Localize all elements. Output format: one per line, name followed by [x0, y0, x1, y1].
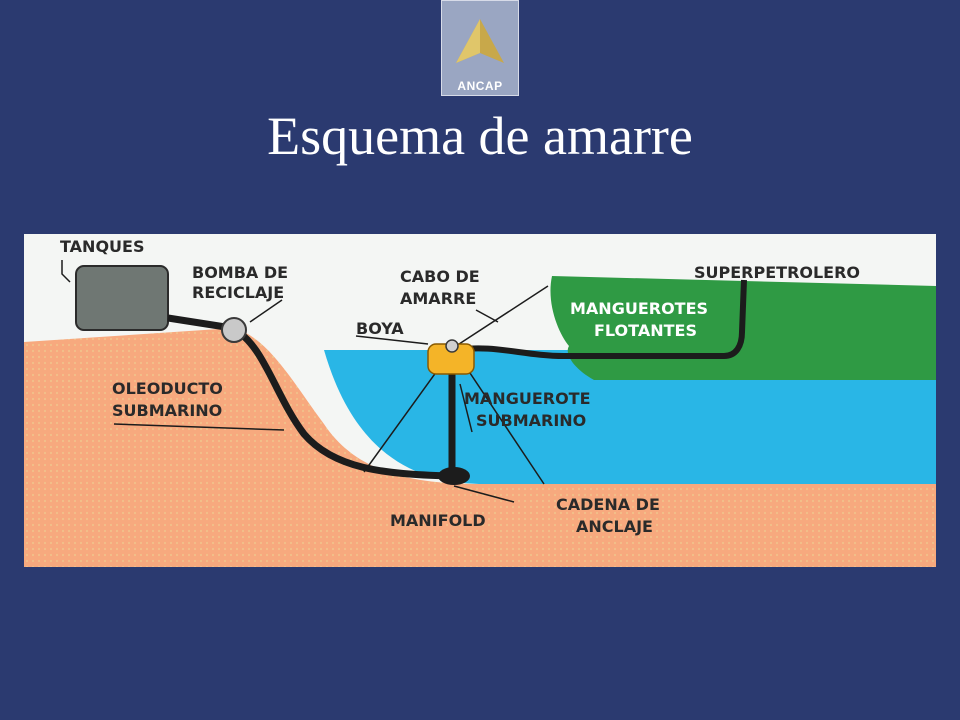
leader-bomba [249, 299, 283, 323]
label-mangueras-flotantes-line1: MANGUEROTES [570, 299, 708, 318]
label-manifold: MANIFOLD [390, 511, 486, 530]
ancap-logo: ANCAP [441, 0, 519, 96]
label-boya: BOYA [356, 319, 404, 338]
logo-text: ANCAP [457, 79, 503, 93]
label-tanques: TANQUES [60, 237, 145, 256]
leader-manifold [453, 485, 515, 503]
leader-manguerote-sub [459, 383, 473, 433]
ancap-triangle-icon [456, 19, 504, 63]
cabo-de-amarre-line [455, 285, 549, 347]
leader-superpetrolero [741, 285, 747, 293]
label-cadena-line2: ANCLAJE [576, 517, 653, 536]
label-manguerote-sub-line2: SUBMARINO [476, 411, 586, 430]
leader-boya [355, 335, 429, 345]
label-cabo-line1: CABO DE [400, 267, 480, 286]
label-superpetrolero: SUPERPETROLERO [694, 263, 860, 282]
label-cabo-line2: AMARRE [400, 289, 476, 308]
mangueras-flotantes-pipe [455, 279, 747, 359]
boya-connector [445, 339, 459, 353]
mooring-diagram: TANQUES BOMBA DE RECICLAJE CABO DE AMARR… [24, 234, 936, 567]
label-mangueras-flotantes-line2: FLOTANTES [594, 321, 697, 340]
label-oleoducto-line2: SUBMARINO [112, 401, 222, 420]
label-cadena-line1: CADENA DE [556, 495, 660, 514]
bomba-reciclaje-pump [221, 317, 247, 343]
page-title: Esquema de amarre [267, 106, 693, 166]
label-bomba-line2: RECICLAJE [192, 283, 284, 302]
label-manguerote-sub-line1: MANGUEROTE [464, 389, 591, 408]
seabed-area [24, 328, 936, 567]
cadena-chain-left [363, 363, 443, 473]
leader-oleoducto [113, 423, 285, 431]
oleoducto-pipe [167, 314, 450, 480]
tank-shape [75, 265, 169, 331]
leader-tanques [61, 260, 71, 283]
cadena-chain-right [463, 363, 545, 485]
label-bomba-line1: BOMBA DE [192, 263, 288, 282]
label-oleoducto-line1: OLEODUCTO [112, 379, 223, 398]
manifold-shape [438, 467, 470, 485]
leader-cabo [475, 309, 499, 323]
